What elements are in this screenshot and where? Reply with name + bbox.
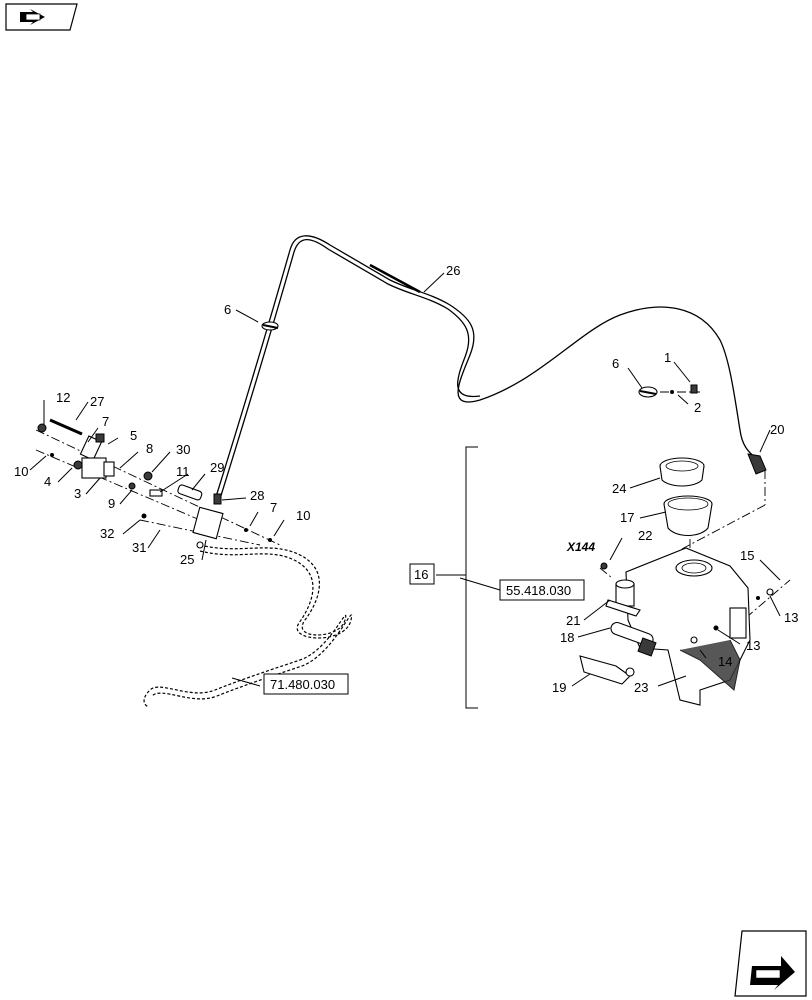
callout-16: 16 — [414, 567, 428, 582]
callout-28: 28 — [250, 488, 264, 503]
callout-6a: 6 — [224, 302, 231, 317]
washer-reservoir-23 — [625, 547, 774, 706]
callout-8: 8 — [146, 441, 153, 456]
reference-55418030-label: 55.418.030 — [506, 583, 571, 598]
callout-15: 15 — [740, 548, 754, 563]
callout-21: 21 — [566, 613, 580, 628]
callout-29: 29 — [210, 460, 224, 475]
callout-5: 5 — [130, 428, 137, 443]
strainer-17 — [663, 495, 713, 537]
callout-labels: 1 2 3 4 5 6 6 7 7 8 9 10 10 11 12 13 13 … — [14, 263, 798, 695]
connector-x144: X144 — [566, 540, 595, 554]
assembly-centerlines — [35, 391, 791, 641]
level-sensor-18 — [610, 621, 657, 657]
mounting-bracket-19 — [579, 655, 635, 685]
callout-14: 14 — [718, 654, 732, 669]
nozzle-bracket-assembly — [37, 418, 272, 549]
callout-10a: 10 — [14, 464, 28, 479]
washer-pump-21 — [600, 562, 641, 617]
callout-22: 22 — [638, 528, 652, 543]
callout-32: 32 — [100, 526, 114, 541]
reference-71480030[interactable]: 71.480.030 — [263, 673, 349, 695]
callout-25: 25 — [180, 552, 194, 567]
reference-55418030[interactable]: 55.418.030 — [499, 579, 585, 601]
callout-19: 19 — [552, 680, 566, 695]
next-page-arrow-icon[interactable] — [734, 930, 807, 997]
callout-13b: 13 — [746, 638, 760, 653]
reference-71480030-label: 71.480.030 — [270, 677, 335, 692]
callout-7a: 7 — [102, 414, 109, 429]
dashed-hose-71480 — [143, 544, 353, 708]
callout-12: 12 — [56, 390, 70, 405]
callout-7b: 7 — [270, 500, 277, 515]
callout-17: 17 — [620, 510, 634, 525]
leader-lines — [29, 272, 781, 687]
hose-clip-6a — [261, 321, 279, 331]
callout-18: 18 — [560, 630, 574, 645]
callout-11: 11 — [176, 464, 190, 479]
callout-4: 4 — [44, 474, 51, 489]
callout-13a: 13 — [784, 610, 798, 625]
folder-back-arrow-icon[interactable] — [5, 3, 78, 31]
callout-2: 2 — [694, 400, 701, 415]
callout-1: 1 — [664, 350, 671, 365]
group-box-16 — [409, 563, 435, 585]
callout-20: 20 — [770, 422, 784, 437]
callout-31: 31 — [132, 540, 146, 555]
callout-9: 9 — [108, 496, 115, 511]
callout-24: 24 — [612, 481, 626, 496]
callout-6b: 6 — [612, 356, 619, 371]
elbow-fitting-20 — [747, 453, 767, 475]
callout-3: 3 — [74, 486, 81, 501]
callout-26: 26 — [446, 263, 460, 278]
washer-hose — [214, 235, 757, 503]
callout-23: 23 — [634, 680, 648, 695]
hose-clip-6b — [638, 384, 698, 398]
callout-27: 27 — [90, 394, 104, 409]
reservoir-cap-24 — [659, 457, 705, 487]
callout-30: 30 — [176, 442, 190, 457]
callout-10b: 10 — [296, 508, 310, 523]
group-bracket-16 — [436, 446, 478, 709]
